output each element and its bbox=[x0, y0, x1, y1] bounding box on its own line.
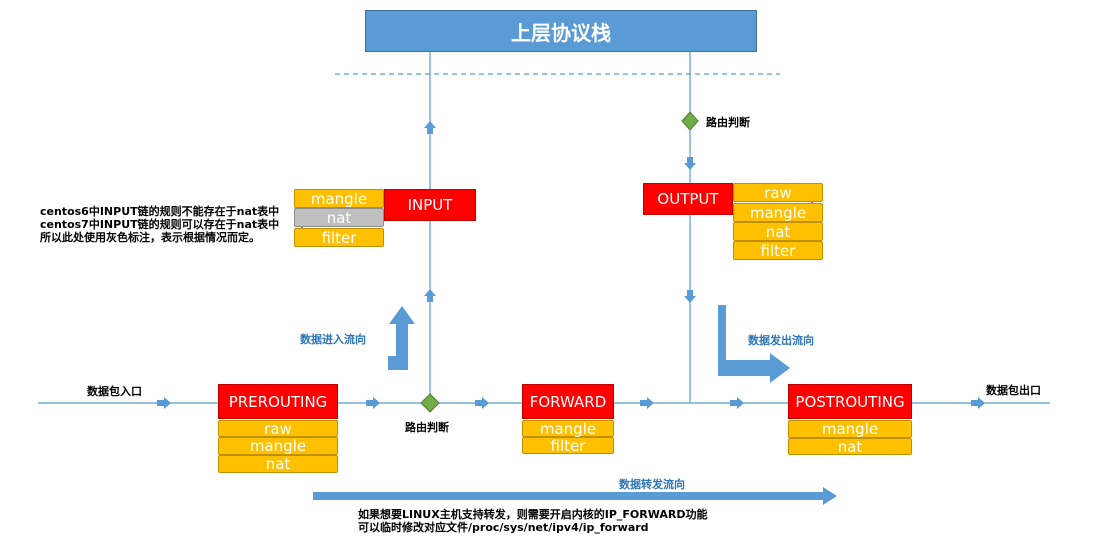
chain-output: OUTPUT bbox=[643, 183, 733, 215]
note-centos-line: 所以此处使用灰色标注，表示根据情况而定。 bbox=[40, 231, 260, 244]
route-decision-diamond-bottom bbox=[420, 393, 440, 413]
note-forward: 如果想要LINUX主机支持转发，则需要开启内核的IP_FORWARD功能 可以临… bbox=[358, 508, 707, 534]
table-postrouting-nat: nat bbox=[788, 438, 912, 456]
flow-out-arrow bbox=[718, 305, 790, 383]
right-arrow-icons bbox=[157, 397, 985, 409]
chain-forward: FORWARD bbox=[522, 384, 614, 419]
label-route-decision-bottom: 路由判断 bbox=[405, 421, 449, 434]
table-forward-filter: filter bbox=[522, 437, 614, 455]
table-prerouting-nat: nat bbox=[218, 455, 338, 473]
table-output-filter: filter bbox=[733, 241, 823, 260]
label-flow-forward: 数据转发流向 bbox=[619, 478, 685, 491]
note-forward-line: 可以临时修改对应文件/proc/sys/net/ipv4/ip_forward bbox=[358, 521, 649, 534]
upper-protocol-stack: 上层协议栈 bbox=[365, 10, 757, 52]
flow-forward-arrow bbox=[313, 487, 837, 505]
chain-postrouting: POSTROUTING bbox=[788, 384, 912, 419]
table-prerouting-mangle: mangle bbox=[218, 437, 338, 455]
label-packet-out: 数据包出口 bbox=[986, 384, 1041, 397]
note-centos-line: centos6中INPUT链的规则不能存在于nat表中 bbox=[40, 205, 280, 218]
chain-input: INPUT bbox=[384, 189, 476, 221]
note-centos: centos6中INPUT链的规则不能存在于nat表中 centos7中INPU… bbox=[40, 205, 279, 244]
up-arrow-icons bbox=[424, 121, 436, 302]
table-input-filter: filter bbox=[294, 228, 384, 247]
table-input-nat: nat bbox=[294, 208, 384, 227]
note-centos-line: centos7中INPUT链的规则可以存在于nat表中 bbox=[40, 218, 280, 231]
label-route-decision-top: 路由判断 bbox=[706, 116, 750, 129]
table-output-nat: nat bbox=[733, 222, 823, 241]
table-forward-mangle: mangle bbox=[522, 420, 614, 438]
table-postrouting-mangle: mangle bbox=[788, 420, 912, 438]
table-output-mangle: mangle bbox=[733, 203, 823, 222]
note-forward-line: 如果想要LINUX主机支持转发，则需要开启内核的IP_FORWARD功能 bbox=[358, 508, 708, 521]
table-input-mangle: mangle bbox=[294, 189, 384, 208]
table-output-raw: raw bbox=[733, 183, 823, 202]
down-arrow-icons bbox=[684, 157, 696, 303]
route-decision-diamond-top bbox=[681, 111, 699, 131]
chain-prerouting: PREROUTING bbox=[218, 384, 338, 419]
table-prerouting-raw: raw bbox=[218, 420, 338, 438]
label-flow-in: 数据进入流向 bbox=[300, 333, 366, 346]
label-packet-in: 数据包入口 bbox=[87, 385, 142, 398]
label-flow-out: 数据发出流向 bbox=[748, 334, 814, 347]
